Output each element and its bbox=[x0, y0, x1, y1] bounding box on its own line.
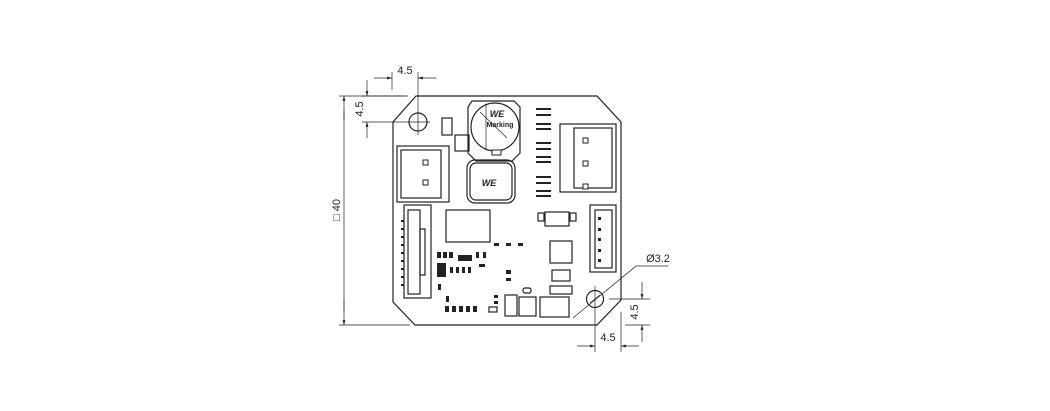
logo-we: WE bbox=[490, 109, 505, 119]
dimension-label: 4.5 bbox=[397, 65, 412, 77]
dimension-label: 4.5 bbox=[629, 304, 641, 319]
marking-label: Marking bbox=[487, 122, 514, 129]
dimension-label: 4.5 bbox=[354, 101, 366, 116]
dimension-bottom-hole-x: 4.5 bbox=[577, 286, 639, 352]
components: WE Marking WE bbox=[396, 100, 617, 318]
board-outline bbox=[392, 95, 622, 326]
logo-we-2: WE bbox=[482, 178, 497, 188]
dimension-top-hole-x: 4.5 bbox=[374, 65, 436, 135]
dimension-board-size: □ 40 bbox=[331, 95, 410, 326]
dimension-label: □ 40 bbox=[331, 199, 343, 221]
dimension-bottom-hole-y: 4.5 bbox=[609, 282, 650, 342]
dimension-label: 4.5 bbox=[600, 332, 615, 344]
dimension-label: Ø3.2 bbox=[646, 253, 670, 265]
dimension-hole-diameter: Ø3.2 bbox=[572, 253, 670, 319]
